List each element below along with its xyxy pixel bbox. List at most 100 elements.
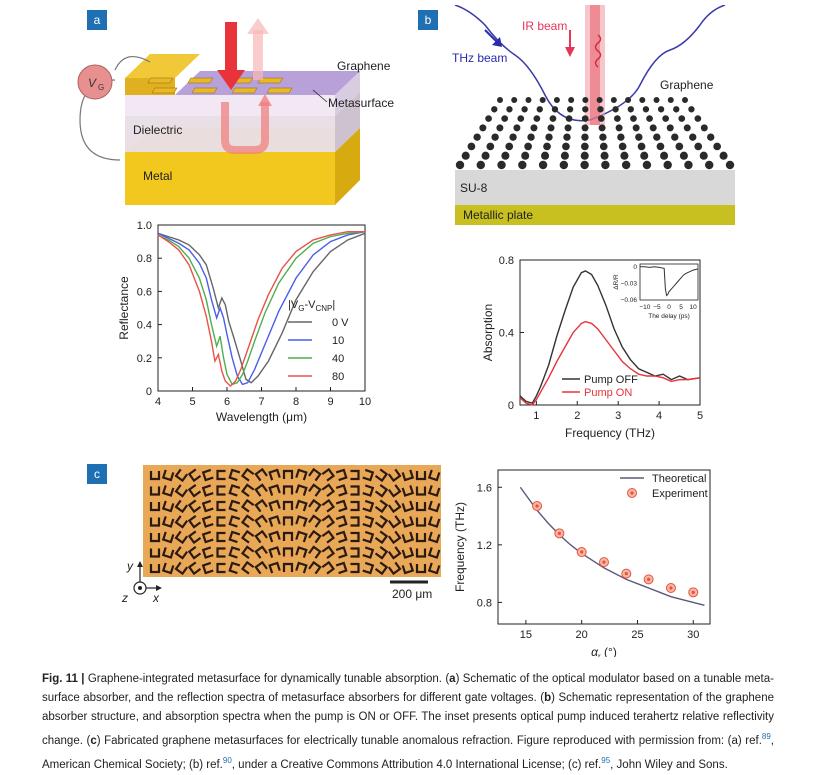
graphene-atom [539,97,546,103]
graphene-atom [518,160,527,170]
graphene-atom [653,97,660,103]
caption-text-d: , American Chemical Society; (b) ref. [42,734,774,771]
graphene-atom [640,151,649,160]
graphene-atom [582,97,589,103]
panel-a-tag: a [87,10,107,30]
x-tick-label: 10 [359,396,371,408]
split-ring-resonator [161,531,175,544]
caption-ref-2[interactable]: 90 [222,755,232,765]
graphene-atom [581,133,589,141]
x-tick-label: 4 [656,410,662,422]
legend-label: Experiment [652,488,708,500]
graphene-atom [551,106,559,113]
graphene-atom [667,97,674,103]
split-ring-resonator [201,561,214,575]
split-ring-resonator [240,498,255,513]
split-ring-resonator [161,469,175,482]
legend-swatch-experiment-core [630,491,634,495]
caption-intro: Graphene-integrated metasurface for dyna… [84,673,450,685]
split-ring-resonator [240,560,255,575]
experiment-point-core [535,504,539,508]
legend-label: 0 V [332,317,349,329]
x-tick-label: 30 [687,629,699,641]
axis-x-label: x [152,591,160,605]
inset-x-label: The delay (ps) [648,313,690,320]
split-ring-resonator [295,499,308,512]
split-ring-resonator [201,546,214,559]
inset-frame [639,263,699,301]
caption-text-b: ) Schematic representation of the graphe… [42,692,774,747]
split-ring-resonator [187,468,202,483]
caption-ref-3[interactable]: 95 [601,755,611,765]
figure-caption: Fig. 11 | Graphene-integrated metasurfac… [42,670,774,775]
x-tick-label: 5 [697,410,703,422]
split-ring-resonator [254,529,268,544]
x-tick-label: 20 [576,629,588,641]
graphene-atom [689,133,697,141]
graphene-atom [635,133,643,141]
split-ring-resonator [254,560,268,575]
plot-frame [497,469,711,625]
split-ring-resonator [415,471,427,481]
graphene-atom [530,124,538,132]
graphene-atom [666,124,674,132]
y-tick-label: 1.0 [137,220,152,232]
graphene-atom [675,142,684,151]
x-tick-label: 2 [574,410,580,422]
split-ring-resonator [254,483,268,497]
split-ring-resonator [321,467,336,482]
split-ring-resonator [427,516,441,528]
split-ring-resonator [216,469,226,481]
split-ring-resonator [374,468,389,483]
graphene-atom [580,142,589,151]
inset-y-tick-label: −0.03 [621,280,638,287]
graphene-atom [538,160,548,170]
graphene-atom [599,133,607,141]
graphene-atom [630,115,637,122]
y-tick-label: 1.2 [477,540,492,552]
split-ring-resonator [187,499,202,514]
split-ring-resonator [362,561,375,575]
split-ring-resonator [187,546,202,560]
graphene-atom [521,151,530,160]
graphene-atom [653,133,661,141]
graphene-atom [581,124,589,132]
split-ring-resonator [387,546,402,560]
inset-y-tick-label: −0.06 [621,297,638,304]
x-axis-label: Wavelength (μm) [216,410,307,424]
y-tick-label: 0.8 [477,597,492,609]
graphene-atom [525,97,532,103]
graphene-atom [491,133,499,141]
inset-x-tick-label: −10 [639,304,650,311]
graphene-atom [599,142,608,151]
x-tick-label: 7 [258,396,264,408]
graphene-atom [615,124,623,132]
split-ring-resonator [161,500,175,513]
graphene-atom [612,106,619,113]
graphene-atom [694,115,702,122]
split-ring-resonator [401,547,415,559]
axis-z-label: z [121,591,128,605]
split-ring-resonator [228,515,241,528]
split-ring-resonator [335,484,348,497]
split-ring-resonator [254,498,268,513]
graphene-atom [699,151,708,160]
inset-x-tick-label: 10 [690,304,698,311]
split-ring-resonator [308,467,322,482]
graphene-atom [476,160,485,170]
split-ring-resonator [174,530,189,545]
graphene-atom [473,133,481,141]
split-ring-resonator [427,562,441,575]
graphene-atom [649,124,657,132]
split-ring-resonator [228,499,241,513]
graphene-atom [533,115,541,122]
graphene-atom [524,142,532,151]
split-ring-resonator [362,546,375,559]
graphene-atom [559,160,569,170]
caption-ref-1[interactable]: 89 [761,732,771,741]
split-ring-resonator [401,500,415,513]
experiment-point-core [580,550,584,554]
experiment-point-core [647,577,651,581]
split-ring-resonator [216,531,226,543]
split-ring-resonator [401,531,415,544]
